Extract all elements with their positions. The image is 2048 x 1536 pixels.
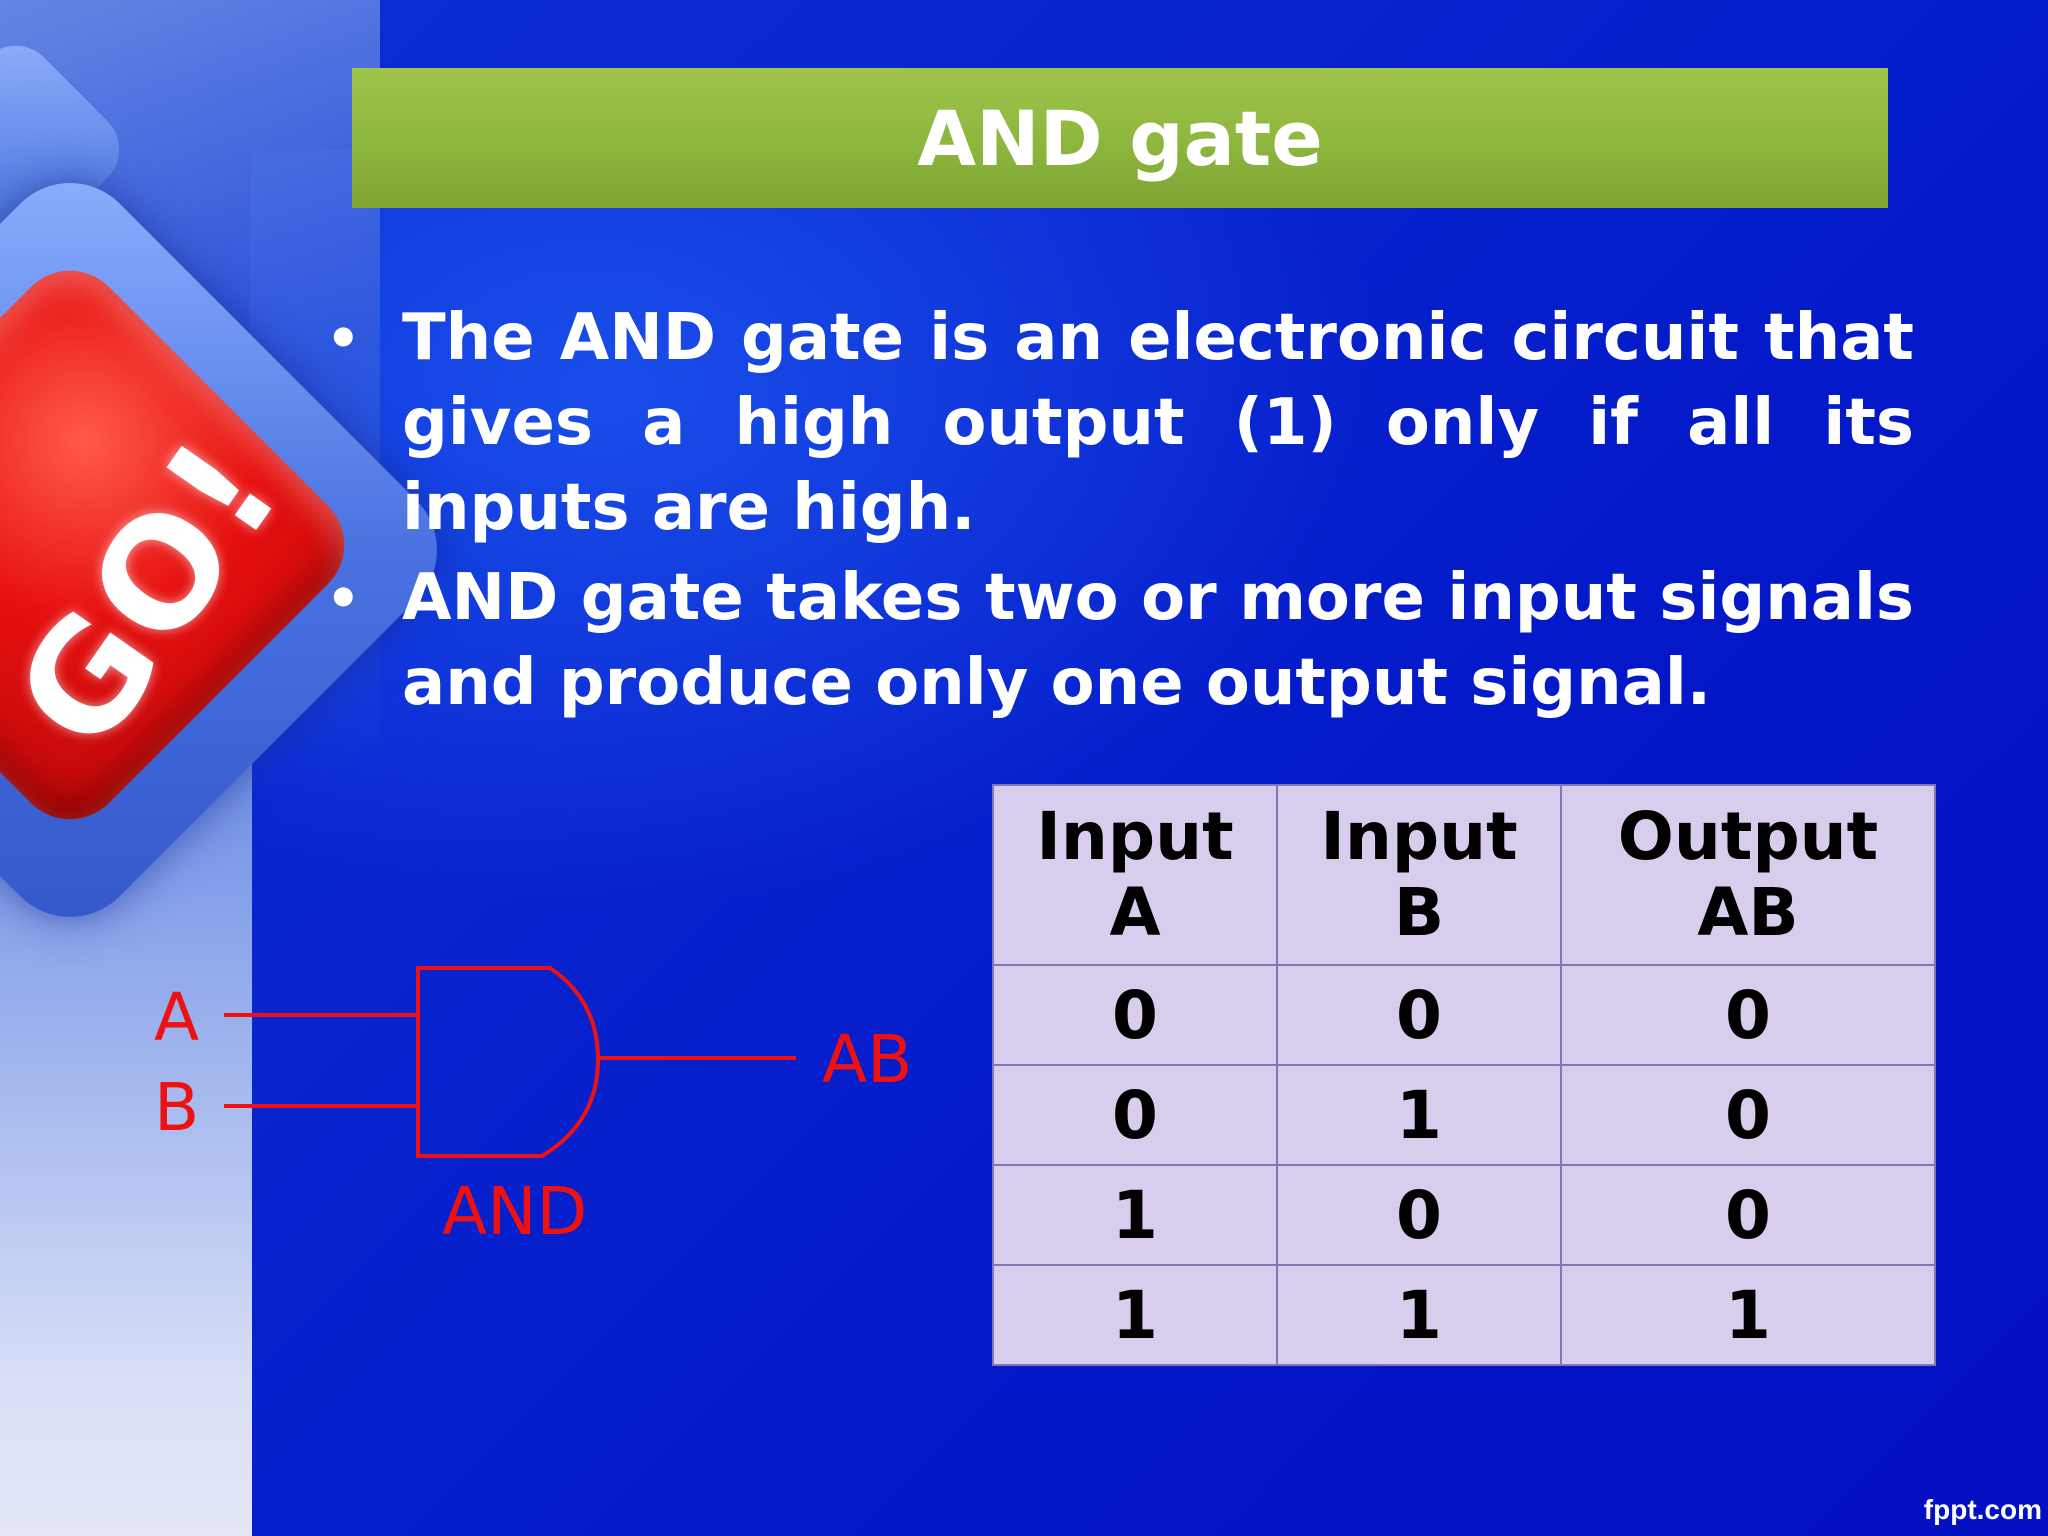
table-cell: 1 — [1560, 1264, 1936, 1366]
bullet-list: • The AND gate is an electronic circuit … — [322, 296, 1914, 731]
bullet-item: • AND gate takes two or more input signa… — [322, 556, 1914, 726]
header-line: Input — [1036, 798, 1234, 875]
table-cell: 1 — [991, 1164, 1279, 1266]
table-row: 1 0 0 — [991, 1164, 1936, 1266]
and-gate-symbol — [416, 966, 601, 1158]
table-cell: 0 — [991, 964, 1279, 1066]
bullet-text: The AND gate is an electronic circuit th… — [402, 301, 1914, 545]
watermark: fppt.com — [1923, 1494, 2042, 1525]
output-label: AB — [822, 1021, 912, 1098]
header-line: B — [1393, 874, 1445, 951]
title-bar: AND gate — [352, 68, 1888, 208]
bullet-item: • The AND gate is an electronic circuit … — [322, 296, 1914, 551]
table-cell: 0 — [1560, 1064, 1936, 1166]
bullet-dot-icon: • — [326, 567, 361, 630]
table-row: 0 1 0 — [991, 1064, 1936, 1166]
and-gate-diagram: A B AB AND — [154, 966, 912, 1250]
gate-name-label: AND — [442, 1173, 587, 1250]
table-cell: 1 — [991, 1264, 1279, 1366]
table-row: 0 0 0 — [991, 964, 1936, 1066]
table-cell: 0 — [1276, 1164, 1563, 1266]
header-line: Input — [1320, 798, 1518, 875]
table-row: 1 1 1 — [991, 1264, 1936, 1366]
table-cell: 0 — [1276, 964, 1563, 1066]
header-line: AB — [1697, 874, 1799, 951]
table-cell: 0 — [1560, 1164, 1936, 1266]
header-line: Output — [1617, 798, 1879, 875]
table-cell: 0 — [1560, 964, 1936, 1066]
input-a-label: A — [154, 979, 199, 1056]
bullet-dot-icon: • — [326, 307, 361, 370]
slide-title: AND gate — [917, 93, 1323, 183]
table-cell: 1 — [1276, 1064, 1563, 1166]
bullet-text: AND gate takes two or more input signals… — [402, 561, 1914, 720]
input-b-label: B — [154, 1069, 199, 1146]
header-line: A — [1109, 874, 1161, 951]
table-cell: 1 — [1276, 1264, 1563, 1366]
table-cell: 0 — [991, 1064, 1279, 1166]
